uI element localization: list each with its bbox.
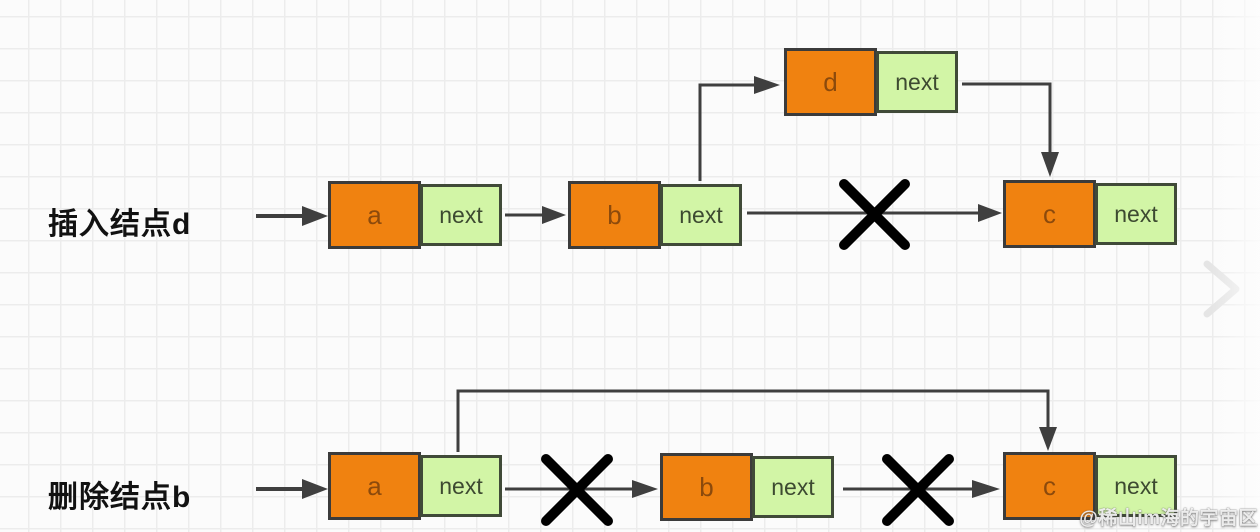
- arrow-insert-d-to-c: [962, 82, 1059, 177]
- cross-mark-insert-b-to-c: [839, 179, 910, 250]
- cross-mark-delete-b-to-c: [882, 454, 954, 526]
- node-insert-d-next-cell: next: [876, 51, 958, 113]
- node-delete-c-next-cell: next: [1095, 455, 1177, 517]
- node-delete-a-next-cell: next: [420, 455, 502, 517]
- node-insert-a-next-cell: next: [420, 184, 502, 246]
- node-insert-b: b next: [568, 181, 742, 249]
- node-delete-a-data-cell: a: [328, 452, 421, 520]
- arrow-insert-a-to-b: [505, 206, 566, 224]
- node-insert-d-data-cell: d: [784, 48, 877, 116]
- cross-mark-delete-a-to-b: [541, 454, 613, 526]
- node-insert-c-data-cell: c: [1003, 180, 1096, 248]
- node-insert-c: c next: [1003, 180, 1177, 248]
- node-delete-b-next-cell: next: [752, 456, 834, 518]
- right-edge-fade: [1212, 0, 1260, 532]
- arrow-delete-b-to-c: [843, 480, 1000, 498]
- row-label-delete: 删除结点b: [48, 481, 192, 514]
- node-insert-a-data-cell: a: [328, 181, 421, 249]
- arrow-head-pointer-delete: [256, 479, 328, 499]
- node-insert-c-next-cell: next: [1095, 183, 1177, 245]
- watermark-text: @稀山im海的宇宙区: [1079, 508, 1258, 529]
- node-insert-b-data-cell: b: [568, 181, 661, 249]
- node-delete-c: c next: [1003, 452, 1177, 520]
- arrow-insert-b-to-c: [747, 204, 1002, 222]
- node-insert-b-next-cell: next: [660, 184, 742, 246]
- node-insert-d-new: d next: [784, 48, 958, 116]
- arrow-delete-a-bypass-to-c: [456, 389, 1057, 452]
- node-insert-a: a next: [328, 181, 502, 249]
- node-delete-c-data-cell: c: [1003, 452, 1096, 520]
- node-delete-b-data-cell: b: [660, 453, 753, 521]
- arrow-head-pointer-insert: [256, 206, 328, 226]
- node-delete-b: b next: [660, 453, 834, 521]
- arrow-insert-b-to-d: [698, 76, 780, 181]
- node-delete-a: a next: [328, 452, 502, 520]
- row-label-insert: 插入结点d: [48, 208, 192, 241]
- arrow-delete-a-to-b: [505, 480, 658, 498]
